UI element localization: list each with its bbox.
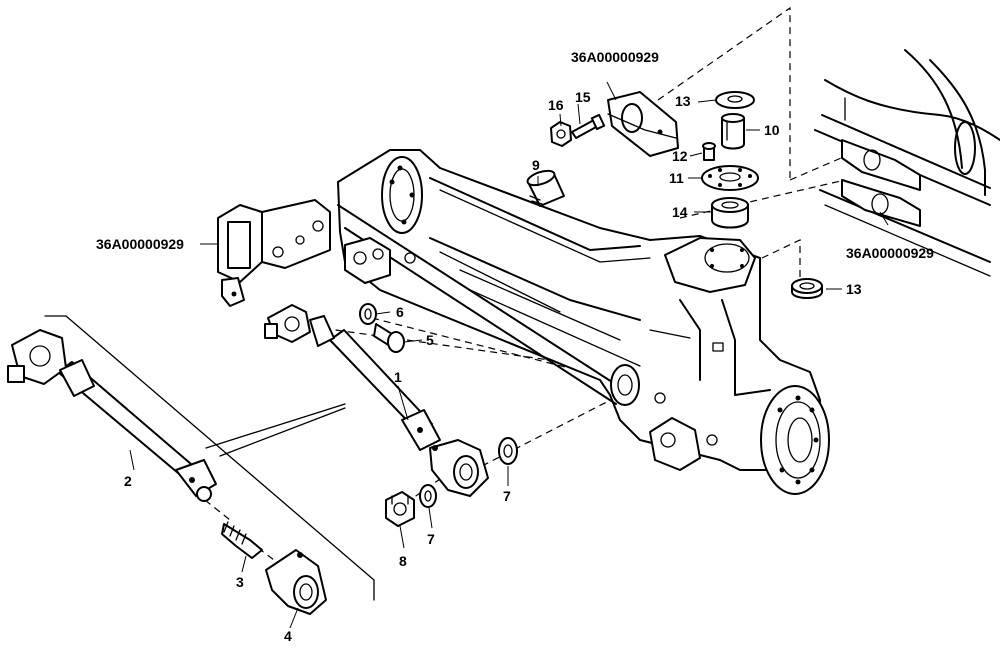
washer-6 (359, 303, 377, 325)
tie-rod-2 (7, 329, 217, 502)
callout-14: 14 (672, 204, 688, 220)
callout-9: 9 (532, 157, 540, 173)
bushing-13-right (791, 278, 823, 299)
callout-13-right: 13 (846, 281, 862, 297)
bushing-14 (711, 197, 749, 229)
group-outline (44, 315, 375, 601)
callout-15: 15 (575, 89, 591, 105)
bolt-5 (373, 323, 405, 353)
rod-end-4 (265, 549, 327, 615)
nut-16 (550, 121, 572, 147)
callout-4: 4 (284, 628, 292, 644)
callout-16: 16 (548, 97, 564, 113)
callout-10: 10 (764, 122, 780, 138)
washer-7-right (498, 437, 518, 465)
leader-lines (129, 81, 889, 629)
axle-body (337, 149, 830, 495)
ref-label-left: 36A00000929 (96, 236, 184, 252)
flange-plate-11 (701, 165, 759, 191)
threaded-stud-3 (221, 521, 263, 559)
callout-2: 2 (124, 473, 132, 489)
callout-5: 5 (426, 332, 434, 348)
castle-nut-8 (385, 491, 415, 527)
bolt-15 (571, 113, 606, 139)
callout-6: 6 (396, 304, 404, 320)
callout-7-right: 7 (503, 488, 511, 504)
tie-rod-1 (264, 304, 489, 497)
frame-detail (814, 49, 1000, 277)
callout-1: 1 (394, 369, 402, 385)
callout-12: 12 (672, 148, 688, 164)
callout-3: 3 (236, 574, 244, 590)
callout-13-top: 13 (675, 93, 691, 109)
ref-label-right: 36A00000929 (846, 245, 934, 261)
ref-label-top: 36A00000929 (571, 49, 659, 65)
pin-10 (721, 113, 745, 150)
washer-7-lower (419, 484, 437, 508)
callouts: 15 16 13 10 12 11 14 13 9 1 2 6 5 7 7 8 … (96, 49, 934, 644)
callout-7-lower: 7 (427, 531, 435, 547)
clamp-bracket-left (217, 199, 331, 307)
clamp-bracket-right (841, 139, 921, 227)
bushing-13-top (715, 91, 755, 109)
sleeve-9 (526, 169, 565, 207)
clamp-bracket-top (607, 91, 679, 157)
callout-11: 11 (669, 170, 684, 186)
bolt-12 (702, 142, 716, 161)
callout-8: 8 (399, 553, 407, 569)
